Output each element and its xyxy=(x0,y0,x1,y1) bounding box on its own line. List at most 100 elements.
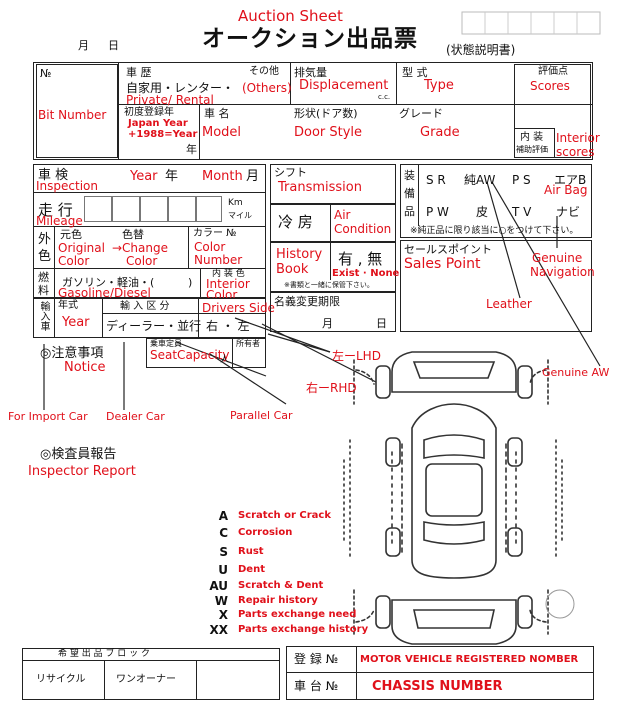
mile-unit: マイル xyxy=(228,211,252,220)
dealer-parallel-jp: ディーラー・並行 xyxy=(106,319,202,333)
history-book-box[interactable] xyxy=(270,242,396,292)
fuel-jp-1: 燃 xyxy=(38,271,49,284)
aircon-en-1: Air xyxy=(334,208,351,222)
scores-box[interactable] xyxy=(514,64,591,158)
equip-power-window[interactable]: P W xyxy=(426,205,449,219)
name-change-month: 月 xyxy=(322,317,333,330)
interior-label-1: 内 装 xyxy=(520,132,544,143)
sales-point-en: Sales Point xyxy=(404,256,481,272)
legend-code: X xyxy=(218,608,228,622)
no-label: № xyxy=(40,67,52,80)
orig-color-en-2: Color xyxy=(58,254,90,268)
reg-en[interactable]: MOTOR VEHICLE REGISTERED NOMBER xyxy=(360,654,579,665)
exist-en: Exist · None xyxy=(332,268,400,279)
scores-en: Scores xyxy=(530,79,570,93)
legend-meaning: Rust xyxy=(238,546,264,557)
mileage-digit[interactable] xyxy=(168,196,196,222)
mileage-jp: 走 行 xyxy=(38,201,73,219)
year-equation-en: +1988=Year xyxy=(128,129,198,140)
legend-code: S xyxy=(219,545,228,559)
door-style-en: Door Style xyxy=(294,125,363,140)
equip-power-steering[interactable]: P S xyxy=(512,173,531,187)
name-change-box[interactable] xyxy=(270,292,396,332)
left-details-frame xyxy=(33,164,266,298)
color-number-jp: カラー № xyxy=(193,228,237,239)
dealer-car-callout: Dealer Car xyxy=(106,410,165,423)
color-number-en-1: Color xyxy=(194,240,226,254)
aircon-jp: 冷 房 xyxy=(278,213,313,231)
inspection-month-jp: 月 xyxy=(246,169,260,184)
nen-label: 年 xyxy=(186,143,197,156)
chassis-label: 車 台 № xyxy=(294,679,339,693)
recycle-jp[interactable]: リサイクル xyxy=(36,674,86,685)
title-jp: オークション出品票 xyxy=(202,26,418,52)
owner-jp: 所有者 xyxy=(236,339,260,348)
car-damage-diagram xyxy=(343,351,575,645)
car-history-label: 車 歴 xyxy=(126,66,152,79)
equipment-box xyxy=(400,164,592,238)
registration-frame xyxy=(286,646,594,700)
grade-label: グレード xyxy=(399,107,443,120)
history-en-1: History xyxy=(276,247,323,262)
color-number-en-2: Number xyxy=(194,253,243,267)
import-category-jp: 輸 入 区 分 xyxy=(120,301,170,312)
genuine-nav-en-1: Genuine xyxy=(532,251,583,265)
exterior-jp-2: 色 xyxy=(38,249,52,264)
one-owner-jp[interactable]: ワンオーナー xyxy=(116,674,176,685)
chassis-en[interactable]: CHASSIS NUMBER xyxy=(372,679,503,694)
inspection-month-en: Month xyxy=(202,169,243,184)
equip-jp-2: 備 xyxy=(404,187,415,200)
desired-block-frame xyxy=(22,648,280,700)
equip-genuine-aw[interactable]: 純AW xyxy=(464,173,496,187)
legend-code: C xyxy=(219,526,228,540)
legend-code: AU xyxy=(209,579,228,593)
first-reg-label: 初度登録年 xyxy=(124,107,174,118)
scores-label: 評価点 xyxy=(538,66,568,77)
transmission-box[interactable] xyxy=(270,164,396,204)
bit-number-en: Bit Number xyxy=(38,108,107,122)
name-change-day: 日 xyxy=(376,317,387,330)
aircon-en-2: Condition xyxy=(334,222,392,236)
type-en: Type xyxy=(424,78,454,93)
date-month: 月 xyxy=(78,39,89,52)
change-color-en-2: Color xyxy=(126,254,158,268)
legend-meaning: Dent xyxy=(238,564,265,575)
others-en: (Others) xyxy=(242,81,292,95)
import-car-jp: 輸入車 xyxy=(38,301,49,331)
fuel-jp-2: 料 xyxy=(38,284,49,297)
displacement-en: Displacement xyxy=(299,78,389,93)
sales-point-jp: セールスポイント xyxy=(404,243,492,256)
fuel-close: ) xyxy=(188,276,193,289)
legend-meaning: Parts exchange history xyxy=(238,624,369,635)
notice-jp: ◎注意事項 xyxy=(40,346,104,361)
mileage-digit[interactable] xyxy=(84,196,112,222)
legend-meaning: Corrosion xyxy=(238,527,293,538)
transmission-jp: シフト xyxy=(274,166,307,179)
mileage-digit[interactable] xyxy=(196,196,222,222)
nenshiki-jp: 年式 xyxy=(58,300,78,311)
equip-jp-1: 装 xyxy=(404,169,415,182)
mileage-digit[interactable] xyxy=(112,196,140,222)
equip-sunroof[interactable]: S R xyxy=(426,173,446,187)
mileage-digit[interactable] xyxy=(140,196,168,222)
equip-navi[interactable]: ナビ xyxy=(556,205,581,219)
inspection-jp: 車 検 xyxy=(38,168,69,183)
orig-color-jp: 元色 xyxy=(60,228,82,241)
bit-number-box[interactable] xyxy=(36,64,118,158)
leather-callout: Leather xyxy=(486,297,532,311)
exterior-jp-1: 外 xyxy=(38,232,52,247)
sales-point-box[interactable] xyxy=(400,240,592,332)
interior-label-2: 補助評価 xyxy=(516,145,548,154)
equip-tv[interactable]: T V xyxy=(512,205,532,219)
title-en: Auction Sheet xyxy=(238,7,343,25)
inspection-en: Inspection xyxy=(36,179,98,193)
lhd-callout: 左ーLHD xyxy=(332,349,381,363)
right-left-jp: 右 ・ 左 xyxy=(206,319,250,333)
for-import-callout: For Import Car xyxy=(8,410,88,423)
equip-airbag[interactable]: エアB xyxy=(554,173,587,187)
doc-note: ※書類と一緒に保管下さい。 xyxy=(284,281,374,289)
nenshiki-en: Year xyxy=(62,315,90,330)
aircon-box[interactable] xyxy=(270,204,396,242)
equip-leather[interactable]: 皮 xyxy=(476,205,489,219)
legend-meaning: Parts exchange need xyxy=(238,609,357,620)
